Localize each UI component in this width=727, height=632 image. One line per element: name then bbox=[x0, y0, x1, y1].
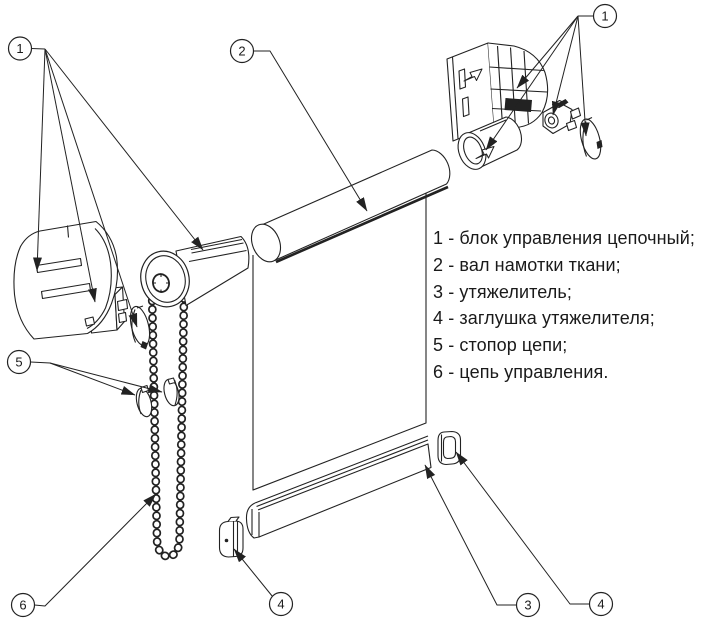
leader-3 bbox=[424, 464, 517, 606]
part-weight-cap-left bbox=[218, 516, 244, 558]
callout-6: 6 bbox=[10, 592, 36, 618]
callout-4-left: 4 bbox=[268, 591, 294, 617]
legend: 1 - блок управления цепочный; 2 - вал на… bbox=[433, 225, 723, 386]
sprocket-hole bbox=[152, 273, 170, 293]
part-roller-tube bbox=[250, 149, 451, 264]
legend-item-2: 2 - вал намотки ткани; bbox=[433, 254, 621, 275]
part-chain-stopper-right bbox=[163, 377, 180, 407]
callout-1-left: 1 bbox=[7, 36, 33, 61]
svg-text:5: 5 bbox=[15, 355, 22, 370]
svg-text:2: 2 bbox=[238, 44, 245, 59]
part-fabric-panel bbox=[252, 183, 427, 491]
leader-4-left bbox=[233, 548, 273, 597]
assembly-direction-arrow bbox=[463, 68, 483, 82]
svg-text:6: 6 bbox=[19, 598, 26, 613]
callout-5: 5 bbox=[6, 349, 32, 375]
svg-text:1: 1 bbox=[16, 41, 23, 56]
part-weight-cap-right bbox=[437, 430, 462, 466]
callout-2: 2 bbox=[229, 38, 255, 64]
fabric-roll-edge bbox=[275, 185, 449, 264]
leader-1-left bbox=[31, 48, 204, 328]
callout-1-right: 1 bbox=[592, 3, 618, 29]
legend-item-6: 6 - цепь управления. bbox=[433, 361, 609, 382]
legend-item-4: 4 - заглушка утяжелителя; bbox=[433, 308, 655, 329]
leader-2 bbox=[253, 50, 368, 212]
part-chain-control-unit bbox=[140, 235, 250, 308]
part-chain-stopper-left bbox=[135, 384, 153, 418]
part-bracket-cover bbox=[13, 220, 119, 340]
leader-1-right bbox=[485, 15, 594, 151]
callout-4-right: 4 bbox=[588, 591, 614, 617]
legend-item-1: 1 - блок управления цепочный; bbox=[433, 228, 695, 248]
leader-lines bbox=[30, 15, 594, 607]
leader-5 bbox=[30, 361, 163, 396]
part-control-chain bbox=[147, 287, 189, 561]
callout-3: 3 bbox=[515, 592, 541, 618]
part-guide-disc-right bbox=[579, 116, 603, 160]
svg-text:4: 4 bbox=[597, 597, 604, 612]
svg-text:4: 4 bbox=[277, 597, 284, 612]
part-weight-bar bbox=[245, 435, 432, 539]
legend-item-5: 5 - стопор цепи; bbox=[433, 335, 568, 356]
svg-text:1: 1 bbox=[601, 9, 608, 24]
leader-4-right bbox=[455, 451, 590, 605]
legend-item-3: 3 - утяжелитель; bbox=[433, 281, 572, 302]
leader-6 bbox=[34, 493, 157, 607]
svg-text:3: 3 bbox=[524, 598, 531, 613]
part-latch bbox=[542, 99, 582, 135]
